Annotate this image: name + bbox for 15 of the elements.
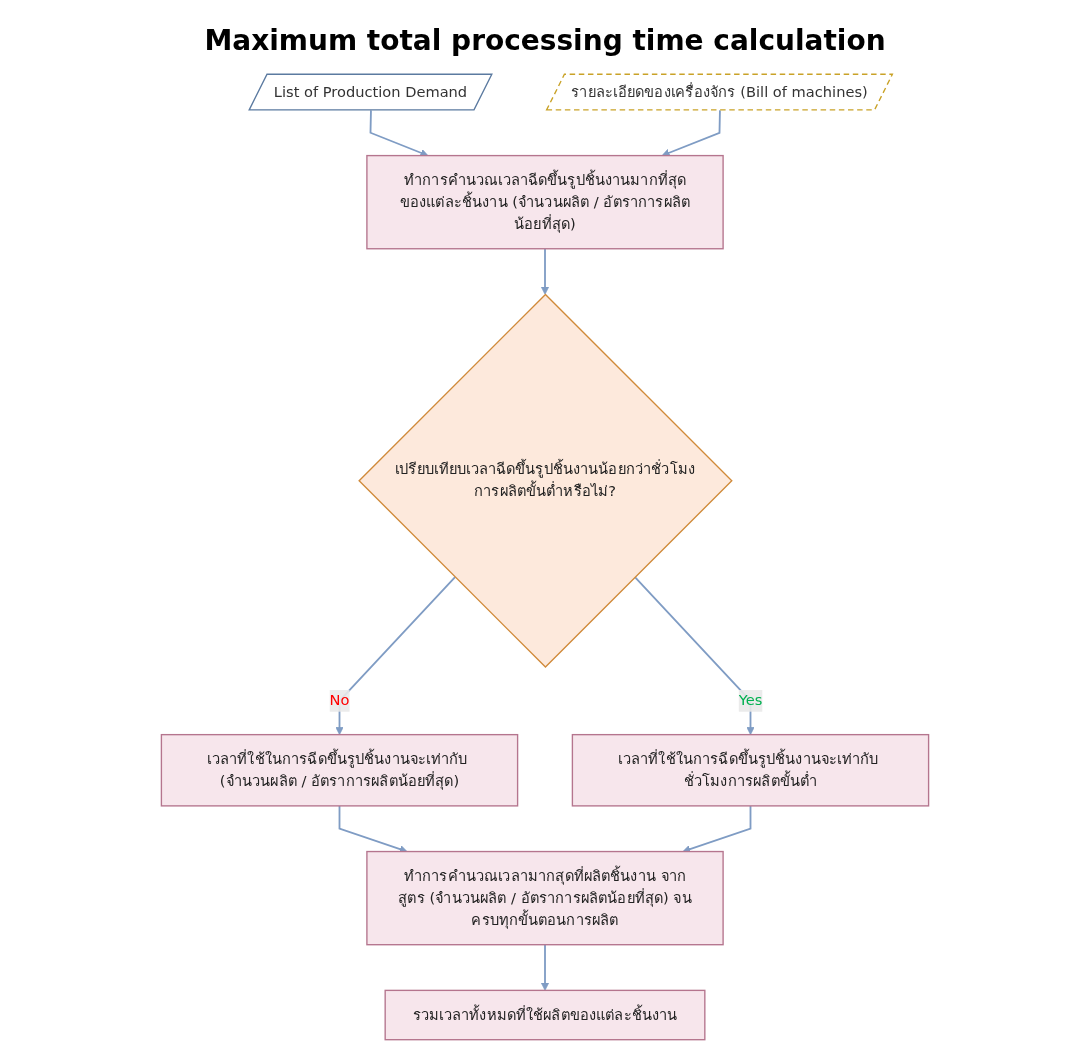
edge-label: Yes <box>738 691 763 710</box>
arrow <box>541 943 549 991</box>
node-box: เวลาที่ใช้ในการฉีดขึ้นรูปชิ้นงานจะเท่ากับ (จำนวนผลิต / อัตราการผลิตน้อยที่สุด) <box>160 733 519 807</box>
diagram-title: Maximum total processing time calculation <box>204 24 886 57</box>
arrow <box>335 576 456 735</box>
node-box: ทำการคำนวณเวลาฉีดขึ้นรูปชิ้นงานมากที่สุดของแต่ละชิ้นงาน (จำนวนผลิต / อัตราการผลิตน้อยที่สุด) <box>366 154 724 250</box>
node-box: รวมเวลาทั้งหมดที่ใช้ผลิตของแต่ละชิ้นงาน <box>384 989 706 1041</box>
edge-label: No <box>329 691 350 710</box>
arrow <box>634 576 755 735</box>
arrow <box>369 109 429 157</box>
arrow <box>661 109 721 157</box>
node-diamond: เปรียบเทียบเวลาฉีดขึ้นรูปชิ้นงานน้อยกว่าชั่วโมงการผลิตขั้นต่ำหรือไม่? <box>358 293 733 669</box>
arrow <box>541 247 549 295</box>
node-box: ทำการคำนวณเวลามากสุดที่ผลิตชิ้นงาน จากสูตร (จำนวนผลิต / อัตราการผลิตน้อยที่สุด) จนครบทุกขั้นตอนการผลิต <box>366 850 724 946</box>
node-box: เวลาที่ใช้ในการฉีดขึ้นรูปชิ้นงานจะเท่ากับ ชั่วโมงการผลิตขั้นต่ำ <box>571 733 930 807</box>
